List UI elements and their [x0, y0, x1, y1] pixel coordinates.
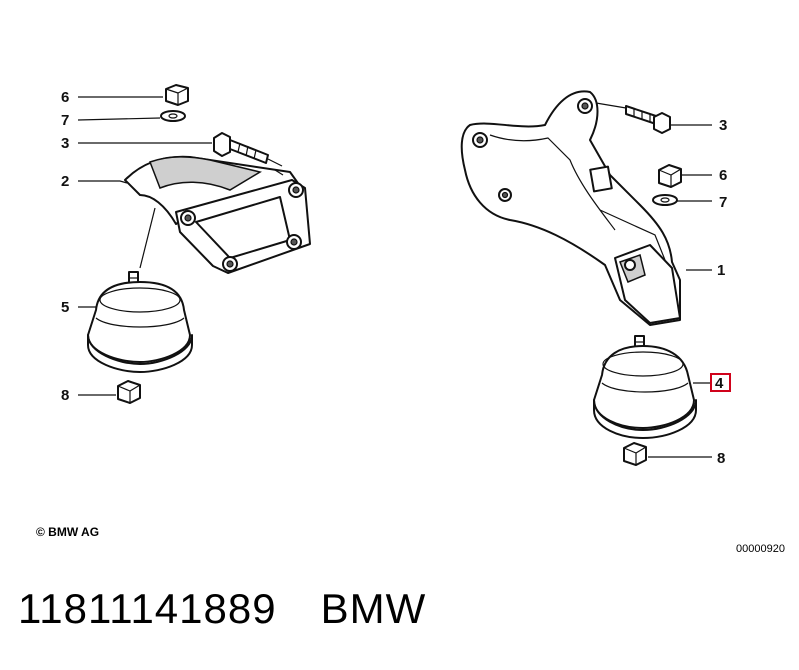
right-bracket-1: [460, 90, 681, 326]
left-engine-mount-5: [87, 271, 193, 373]
caption: 11811141889 BMW: [18, 585, 470, 633]
callout-left-8: 8: [61, 387, 69, 404]
left-nut-6: [165, 84, 189, 106]
copyright-notice: © BMW AG: [36, 525, 100, 539]
callout-right-7: 7: [719, 194, 727, 211]
right-washer-7: [652, 194, 678, 206]
callout-left-3: 3: [61, 135, 69, 152]
callout-right-3: 3: [719, 117, 727, 134]
part-number: 11811141889: [18, 585, 277, 632]
left-washer-7: [160, 110, 186, 122]
parts-diagram: 6 7 3 2 5 8: [61, 84, 731, 467]
callout-left-5: 5: [61, 299, 69, 316]
callout-right-6: 6: [719, 167, 727, 184]
diagram-number: 00000920: [736, 543, 785, 555]
callout-right-8: 8: [717, 450, 725, 467]
left-bolt-3: [213, 132, 269, 164]
highlight-box: [710, 373, 731, 392]
callout-left-2: 2: [61, 173, 69, 190]
callout-right-1: 1: [717, 262, 725, 279]
right-nut-8: [623, 442, 647, 466]
left-nut-8: [117, 380, 141, 404]
callout-right-4: 4: [715, 375, 724, 392]
right-bolt-3: [625, 105, 671, 134]
brand-name: BMW: [320, 585, 427, 632]
right-engine-mount-4: [593, 335, 697, 439]
callout-left-7: 7: [61, 112, 69, 129]
left-bracket-2: [124, 155, 311, 274]
right-nut-6: [658, 164, 682, 188]
callout-left-6: 6: [61, 89, 69, 106]
